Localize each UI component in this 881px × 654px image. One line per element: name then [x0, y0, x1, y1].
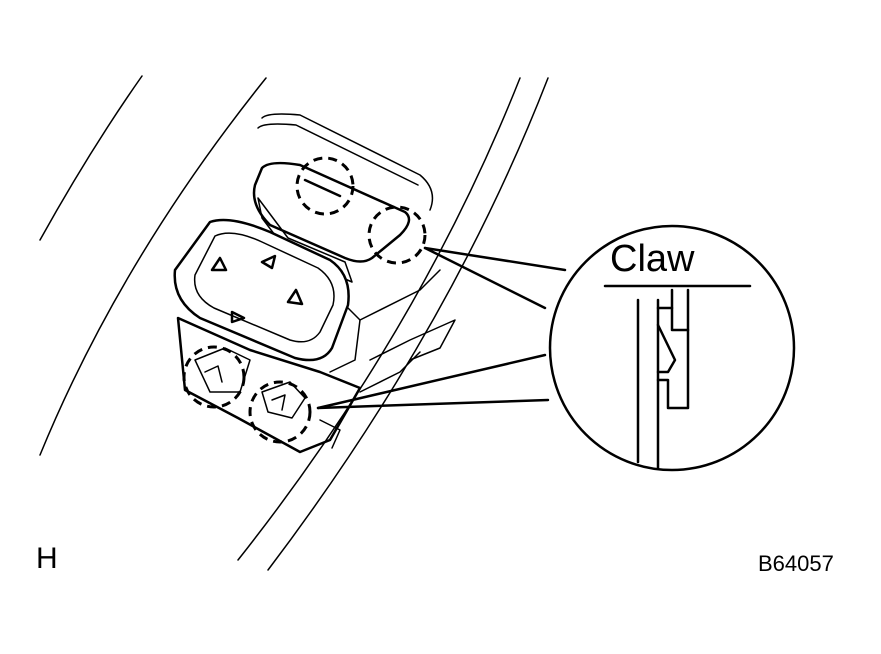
claw-label: Claw [610, 238, 695, 280]
claw-mark-right [367, 205, 427, 265]
figure-code: B64057 [758, 551, 834, 576]
claw-location-marks [182, 156, 427, 444]
claw-mark-upper [295, 156, 355, 216]
mirror-switch [173, 218, 350, 362]
arrow-up-icon [210, 256, 228, 272]
panel-edge [636, 298, 660, 470]
claw-hook-icon [656, 323, 677, 374]
claw-detail-callout [548, 224, 796, 472]
door-trim-lines [39, 75, 549, 571]
callout-leaders [316, 246, 567, 410]
arrow-left-icon [286, 288, 304, 306]
arrow-down-icon [230, 310, 246, 324]
claw-body [656, 306, 690, 410]
arrow-right-icon [260, 254, 277, 270]
lock-mark-icon [303, 178, 342, 198]
claw-mark-lower-left [182, 345, 246, 409]
view-letter: H [36, 542, 58, 575]
switch-base [176, 113, 456, 454]
claw-mark-lower-right [248, 380, 312, 444]
